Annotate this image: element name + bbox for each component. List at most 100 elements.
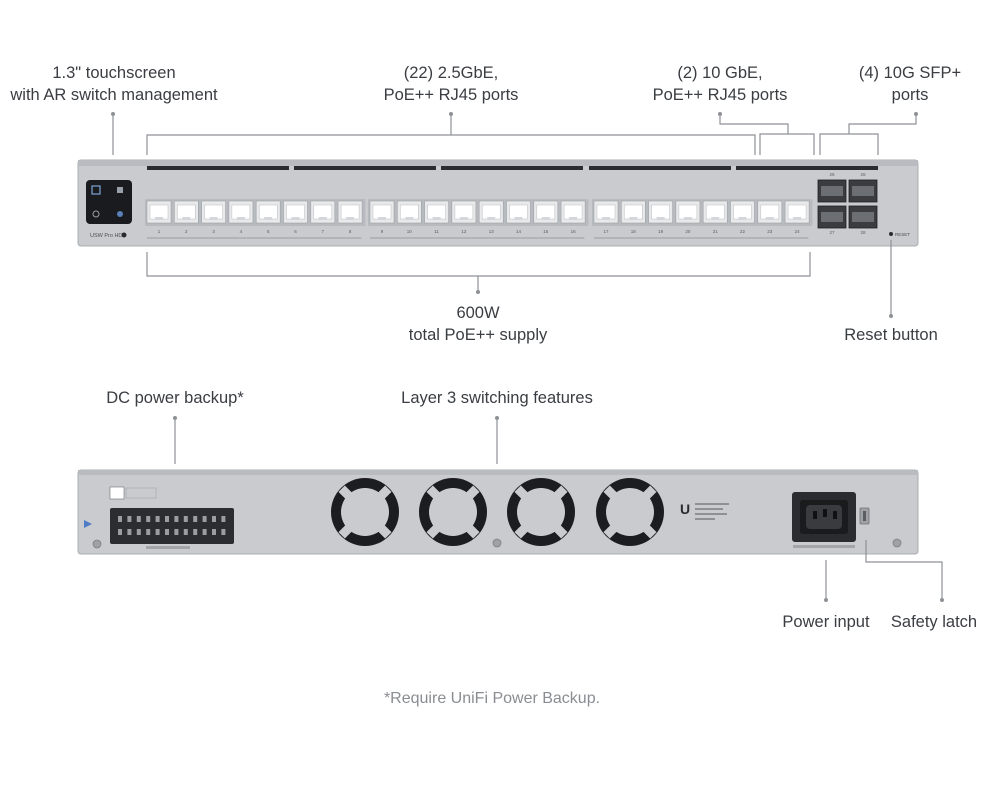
rj45-port[interactable] (174, 200, 199, 224)
rj45-port[interactable] (560, 200, 586, 224)
power-label (793, 545, 855, 548)
screen-icon (117, 187, 123, 193)
screen-icon (91, 185, 101, 195)
port-strip (147, 166, 289, 170)
callout-power-input: Power input (782, 613, 870, 631)
fan-icon (507, 478, 575, 546)
rj45-port[interactable] (506, 200, 531, 224)
footnote: *Require UniFi Power Backup. (383, 690, 601, 707)
rj45-port[interactable] (451, 200, 477, 224)
rear-leader-lines (174, 418, 943, 600)
port-strip (736, 166, 878, 170)
port-number-label: 7 (322, 229, 325, 234)
port-number-label: 16 (571, 229, 577, 234)
rj45-port[interactable] (424, 200, 449, 224)
port-number-label: 19 (658, 229, 664, 234)
ui-logo-icon: U (680, 501, 690, 517)
ground-screw-icon (92, 539, 102, 549)
port-number-label: 8 (349, 229, 352, 234)
dc-label (146, 546, 190, 549)
port-number-label: 25 (829, 172, 835, 177)
port-number-label: 9 (381, 229, 384, 234)
dc-power-connector (110, 508, 234, 544)
callout-safety-latch: Safety latch (890, 613, 978, 631)
port-number-label: 24 (795, 229, 801, 234)
port-number-label: 2 (185, 229, 188, 234)
sfp-port[interactable] (817, 205, 847, 229)
front-leader-lines (112, 114, 917, 316)
rj45-port[interactable] (620, 200, 646, 224)
port-number-label: 1 (158, 229, 161, 234)
port-number-label: 27 (829, 230, 835, 235)
port-number-label: 12 (461, 229, 467, 234)
rj45-port[interactable] (201, 200, 226, 224)
rj45-port[interactable] (784, 200, 810, 224)
port-number-label: 11 (434, 229, 439, 234)
rj45-port[interactable] (337, 200, 363, 224)
port-strip (589, 166, 731, 170)
port-number-label: 21 (713, 229, 719, 234)
port-number-label: 15 (543, 229, 549, 234)
rj45-port[interactable] (396, 200, 422, 224)
screw-icon (892, 538, 902, 548)
callout-reset: Reset button (844, 326, 938, 344)
rj45-port[interactable] (757, 200, 783, 224)
port-number-label: 14 (516, 229, 522, 234)
touchscreen (86, 180, 132, 224)
rj45-port[interactable] (533, 200, 559, 224)
qr-code-icon (109, 486, 125, 500)
rj45-port[interactable] (146, 200, 172, 224)
rj45-port[interactable] (255, 200, 281, 224)
port-number-label: 23 (767, 229, 773, 234)
port-strip (294, 166, 436, 170)
port-number-label: 4 (240, 229, 243, 234)
sfp-port[interactable] (848, 205, 878, 229)
fan-icon (419, 478, 487, 546)
callout-dc-backup: DC power backup* (106, 389, 244, 407)
reset-button[interactable] (889, 232, 893, 236)
rj45-port[interactable] (369, 200, 395, 224)
port-number-label: 28 (860, 230, 866, 235)
rj45-port[interactable] (283, 200, 308, 224)
sfp-port[interactable] (848, 179, 878, 203)
port-number-label: 3 (212, 229, 215, 234)
rj45-port[interactable] (730, 200, 755, 224)
port-number-label: 5 (267, 229, 270, 234)
callout-layer3: Layer 3 switching features (401, 389, 593, 407)
rj45-port[interactable] (478, 200, 504, 224)
rear-panel: U (77, 469, 919, 555)
model-label: USW Pro HD (90, 233, 122, 239)
sfp-port[interactable] (817, 179, 847, 203)
reset-label: RESET (895, 232, 910, 237)
serial-label (125, 487, 157, 499)
port-number-label: 10 (407, 229, 413, 234)
front-leader-dots (111, 112, 918, 318)
screen-icon (92, 210, 100, 218)
screen-icon (117, 211, 123, 217)
port-number-label: 18 (631, 229, 637, 234)
rj45-port[interactable] (310, 200, 336, 224)
port-strip (441, 166, 583, 170)
rear-leader-dots (173, 416, 944, 602)
ui-logo-icon (121, 232, 127, 238)
port-number-label: 17 (603, 229, 609, 234)
rj45-port[interactable] (228, 200, 254, 224)
port-number-label: 20 (685, 229, 691, 234)
rj45-port[interactable] (675, 200, 701, 224)
rj45-port[interactable] (702, 200, 728, 224)
fan-icon (596, 478, 664, 546)
fan-icon (331, 478, 399, 546)
rj45-port[interactable] (648, 200, 673, 224)
port-number-label: 6 (294, 229, 297, 234)
rj45-port[interactable] (593, 200, 619, 224)
callout-sfp: (4) 10G SFP+ports (858, 64, 962, 104)
port-number-label: 22 (740, 229, 746, 234)
port-number-label: 26 (860, 172, 866, 177)
port-number-label: 13 (489, 229, 495, 234)
callout-rj45-25g: (22) 2.5GbE,PoE++ RJ45 ports (383, 64, 519, 104)
